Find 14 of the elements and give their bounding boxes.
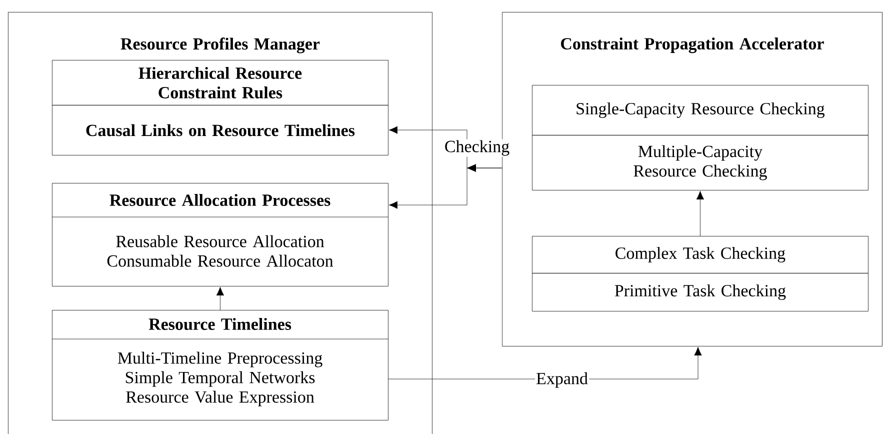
text-box: Resource Timelines Multi-Timeline Preprocessing Simple Temporal Networks Resource Value Expression: [52, 310, 388, 420]
text-box: Multiple-Capacity Resource Checking: [532, 135, 868, 190]
text-box: Complex Task Checking: [532, 236, 868, 274]
text-box: Resource Allocation Processes Reusable Resource Allocation Consumable Resource Allocaton: [52, 183, 388, 286]
arrow: [388, 168, 502, 209]
edge-label: Checking: [445, 140, 510, 156]
text-box: Causal Links on Resource Timelines: [52, 105, 388, 156]
arrowhead: [467, 164, 476, 172]
text-box: Hierarchical Resource Constraint Rules: [52, 60, 388, 106]
arrow: [696, 190, 704, 236]
text-box: Primitive Task Checking: [532, 273, 868, 312]
arrow: [216, 286, 224, 310]
edge-label: Expand: [536, 372, 588, 388]
text-box: Single-Capacity Resource Checking: [532, 85, 868, 136]
